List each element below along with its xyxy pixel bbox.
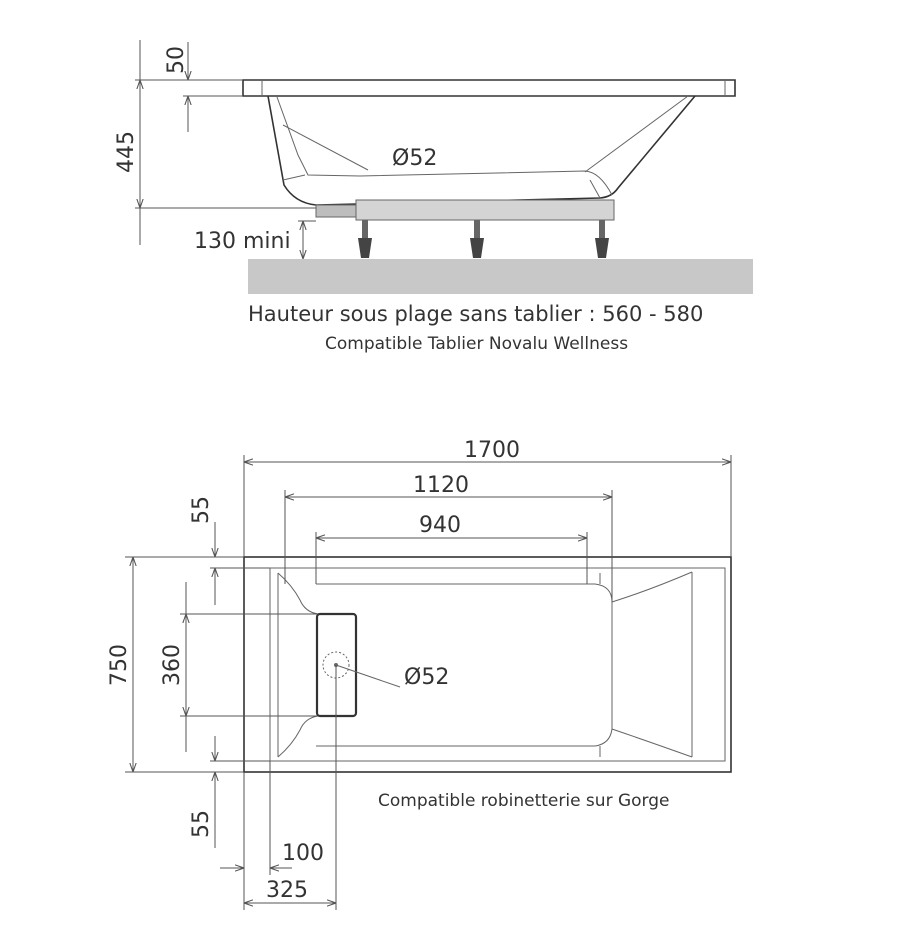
floor bbox=[248, 259, 753, 294]
drain-label-side: Ø52 bbox=[392, 146, 437, 171]
dim-width-label: 750 bbox=[107, 644, 132, 686]
tub-bottom bbox=[316, 583, 613, 747]
caption-faucet: Compatible robinetterie sur Gorge bbox=[378, 791, 669, 811]
drain-pipe bbox=[315, 204, 357, 218]
dim-bottom-length-label: 940 bbox=[419, 513, 461, 538]
dim-drain-offset-label: 100 bbox=[282, 841, 324, 866]
dim-length-label: 1700 bbox=[464, 438, 520, 463]
caption-apron: Compatible Tablier Novalu Wellness bbox=[325, 334, 628, 354]
dim-drain-center-label: 325 bbox=[266, 878, 308, 903]
side-view: Ø52 50 445 130 mini bbox=[114, 40, 753, 354]
dim-rim-label: 50 bbox=[164, 46, 189, 74]
dim-rim-top-label: 55 bbox=[189, 496, 214, 524]
drain-label-top: Ø52 bbox=[404, 665, 449, 690]
tub-outer-rim bbox=[243, 556, 732, 773]
tub-inner-rim bbox=[269, 567, 726, 762]
drain-leader-side bbox=[282, 124, 369, 171]
top-view: Ø52 1700 1120 940 750 360 bbox=[107, 438, 732, 910]
dim-feet-label: 130 mini bbox=[194, 229, 291, 254]
foot bbox=[595, 220, 609, 258]
dim-rim-bottom-label: 55 bbox=[189, 810, 214, 838]
support-frame bbox=[355, 199, 615, 221]
dim-height-label: 445 bbox=[114, 131, 139, 173]
dim-bottom-width-label: 360 bbox=[160, 644, 185, 686]
drain-leader-top bbox=[335, 664, 401, 688]
tub-rim bbox=[242, 79, 736, 97]
foot bbox=[358, 220, 372, 258]
dim-inner-length-label: 1120 bbox=[413, 473, 469, 498]
foot bbox=[470, 220, 484, 258]
caption-height: Hauteur sous plage sans tablier : 560 - … bbox=[248, 302, 703, 326]
